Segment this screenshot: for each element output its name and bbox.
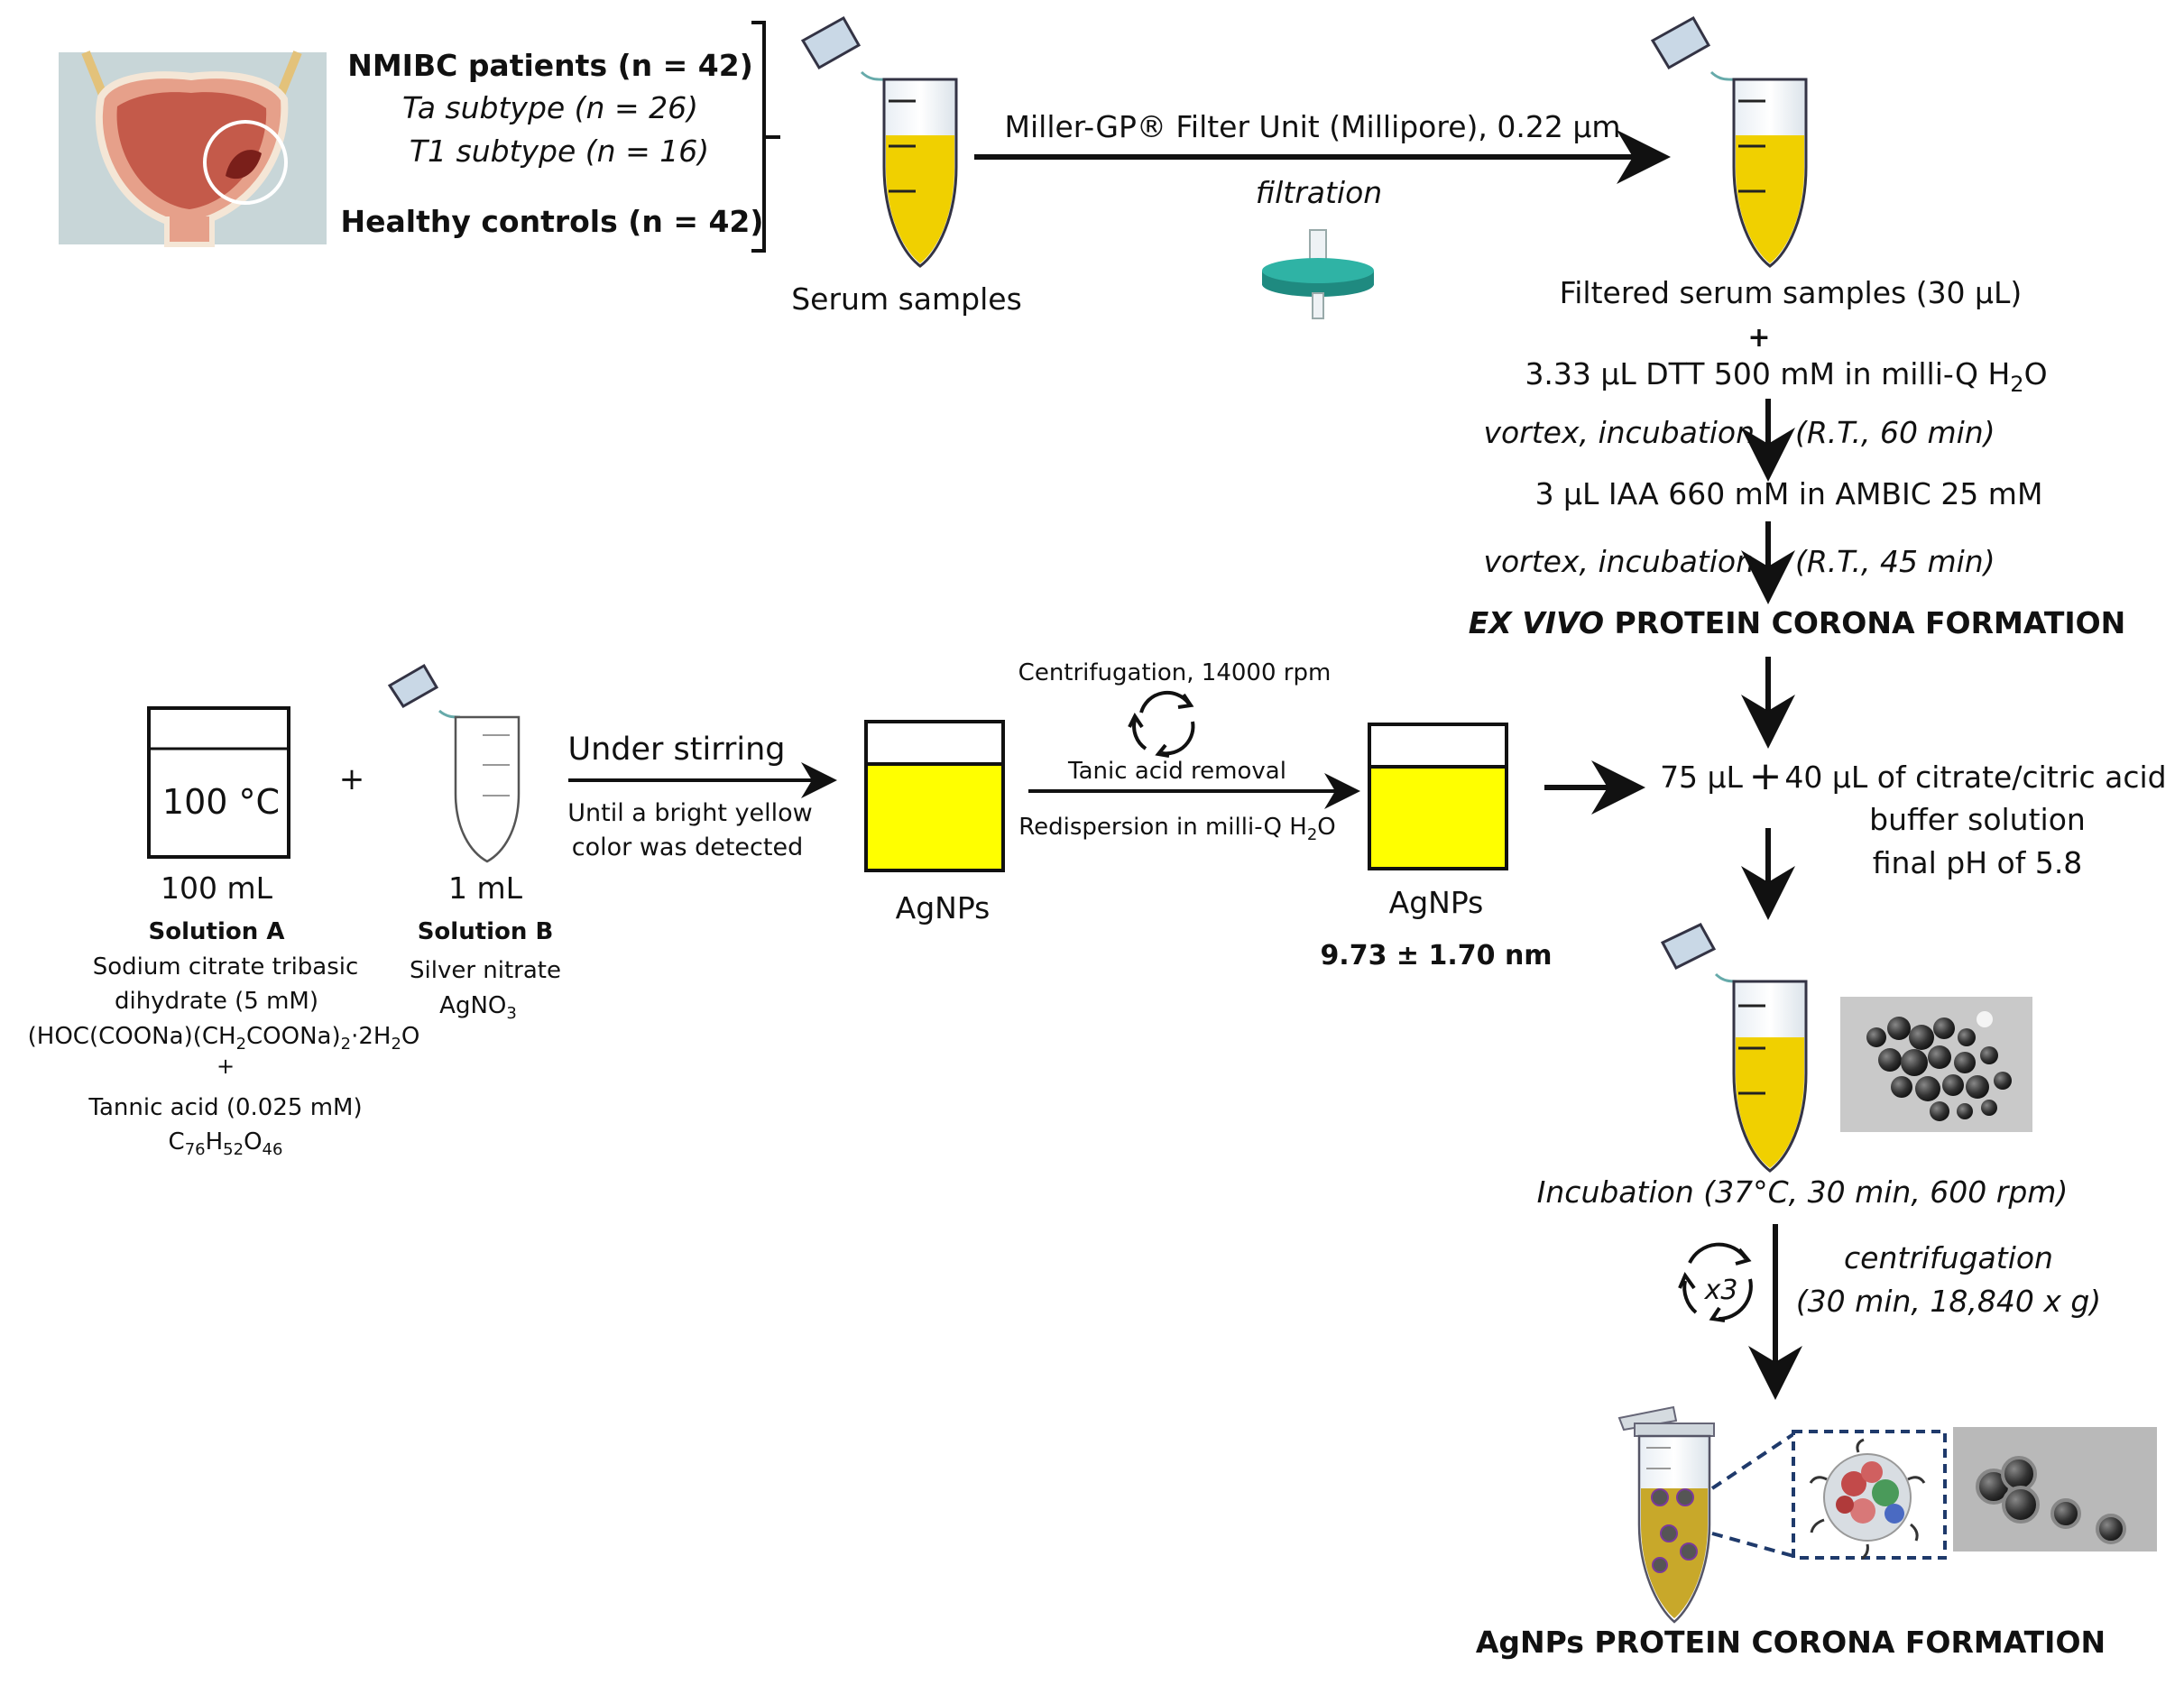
size-label: 9.73 ± 1.70 nm — [1320, 940, 1552, 971]
condition-label-2: (R.T., 45 min) — [1795, 544, 1995, 579]
until-line2: color was detected — [572, 833, 803, 861]
zoom-line-bottom — [1711, 1532, 1794, 1558]
iaa-label: 3 μL IAA 660 mM in AMBIC 25 mM — [1535, 476, 2043, 511]
zoom-line-top — [1710, 1432, 1795, 1490]
tanic-removal-label: Tanic acid removal — [1067, 758, 1286, 785]
solution-b-title: Solution B — [418, 918, 554, 945]
ph-label: final pH of 5.8 — [1873, 845, 2083, 880]
cohort-ta: Ta subtype (n = 26) — [402, 90, 698, 125]
centrifugation-label: Centrifugation, 14000 rpm — [1018, 659, 1332, 686]
serum-label: Serum samples — [791, 281, 1022, 317]
redispersion-label: Redispersion in milli-Q H2O — [1018, 814, 1336, 844]
beaker-icon — [147, 706, 290, 859]
cohort-controls: Healthy controls (n = 42) — [341, 204, 764, 239]
tem-micrograph-1 — [1840, 997, 2032, 1132]
incubation-tube — [1660, 923, 1808, 1173]
buffer-label: buffer solution — [1869, 802, 2086, 837]
dtt-label: 3.33 μL DTT 500 mM in milli-Q H2O — [1525, 356, 2047, 397]
vol-b: 1 mL — [448, 870, 523, 906]
condition-label-1: (R.T., 60 min) — [1795, 415, 1995, 450]
mix-volume-a: 75 μL — [1660, 760, 1743, 795]
stirring-label: Under stirring — [567, 732, 785, 768]
agnps-label-2: AgNPs — [1389, 885, 1484, 920]
recycle-x3-icon — [1678, 1242, 1753, 1322]
filtration-label: filtration — [1256, 175, 1382, 210]
agnps-beaker-2 — [1368, 723, 1508, 870]
filter-unit-label: Miller-GP® Filter Unit (Millipore), 0.22… — [1005, 109, 1621, 144]
filtered-label: Filtered serum samples (30 μL) — [1560, 275, 2023, 310]
solution-a-line1: Sodium citrate tribasic — [93, 953, 359, 981]
solution-a-line2: dihydrate (5 mM) — [115, 988, 318, 1015]
cohort-t1: T1 subtype (n = 16) — [410, 134, 709, 169]
nanoparticle-icon — [1809, 1438, 1926, 1561]
vortex-label-2: vortex, incubation — [1483, 544, 1755, 579]
vol-a: 100 mL — [161, 870, 273, 906]
recycle-icon — [1128, 690, 1195, 758]
centrifugation-final-a: centrifugation — [1844, 1240, 2053, 1275]
silver-nitrate: Silver nitrate — [410, 957, 561, 984]
agnps-label-1: AgNPs — [896, 890, 991, 925]
agnps-beaker-1 — [864, 720, 1005, 872]
filtered-tube — [1650, 15, 1808, 268]
cohort-nmibc: NMIBC patients (n = 42) — [347, 48, 753, 83]
final-tube — [1617, 1405, 1715, 1624]
final-heading: AgNPs PROTEIN CORONA FORMATION — [1476, 1625, 2106, 1660]
tannic-formula: C76H52O46 — [169, 1128, 283, 1159]
solution-b-tube — [387, 663, 521, 863]
plus-sign-1: + — [1747, 322, 1770, 354]
agno3: AgNO3 — [439, 992, 517, 1023]
serum-tube — [800, 15, 958, 268]
syringe-filter-icon — [1262, 229, 1374, 319]
plus-sign-2: + — [339, 761, 365, 797]
tannic-acid: Tannic acid (0.025 mM) — [88, 1094, 362, 1121]
tem-micrograph-2 — [1953, 1427, 2157, 1551]
until-line1: Until a bright yellow — [567, 799, 813, 827]
mix-plus: + — [1749, 753, 1783, 799]
cohort-bracket — [751, 21, 780, 253]
beaker-temp: 100 °C — [162, 782, 280, 822]
centrifugation-final-b: (30 min, 18,840 x g) — [1796, 1284, 2101, 1319]
incubation-label: Incubation (37°C, 30 min, 600 rpm) — [1537, 1174, 2069, 1210]
vortex-label-1: vortex, incubation — [1483, 415, 1755, 450]
mix-volume-b: 40 μL of citrate/citric acid — [1784, 760, 2166, 795]
x3-label: x3 — [1704, 1275, 1738, 1306]
solution-a-plus: + — [217, 1054, 235, 1079]
solution-a-formula: (HOC(COONa)(CH2COONa)2·2H2O — [28, 1023, 420, 1054]
bladder-illustration — [59, 51, 327, 247]
solution-a-title: Solution A — [149, 918, 285, 945]
ex-vivo-heading: EX VIVO PROTEIN CORONA FORMATION — [1469, 605, 2126, 640]
